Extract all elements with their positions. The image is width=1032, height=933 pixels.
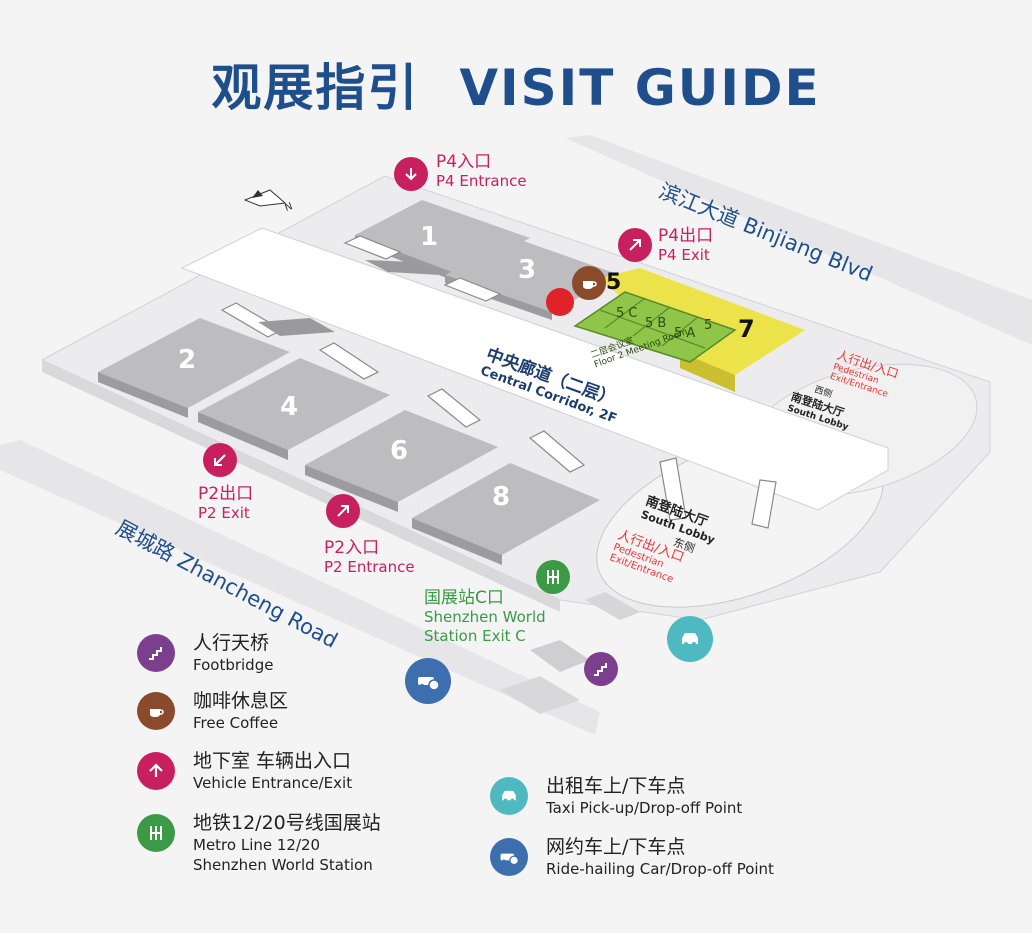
hall-5a-label: 5 A — [674, 326, 696, 341]
metro-icon — [536, 560, 570, 594]
legend-footbridge-zh: 人行天桥 — [193, 632, 270, 654]
hall-8 — [412, 463, 600, 565]
legend-coffee-en: Free Coffee — [193, 714, 279, 732]
legend-metro-icon — [137, 814, 175, 852]
p4-exit-en: P4 Exit — [658, 246, 710, 264]
legend-vehicle-icon — [137, 752, 175, 790]
hall-label-2: 2 — [178, 345, 197, 375]
legend-ride-hailing-en: Ride-hailing Car/Drop-off Point — [546, 860, 774, 878]
p2-exit-icon — [203, 443, 237, 477]
hall-5b-label: 5 B — [645, 316, 667, 331]
p4-exit-zh: P4出口 — [658, 226, 714, 246]
p2-entrance-zh: P2入口 — [324, 538, 380, 558]
central-corridor — [180, 227, 889, 511]
hall-5 — [573, 291, 737, 363]
p4-entrance-label: P4入口 P4 Entrance — [436, 152, 527, 191]
coffee-icon — [572, 266, 606, 300]
p4-entrance-icon — [394, 157, 428, 191]
title-en: VISIT GUIDE — [459, 59, 821, 117]
binjiang-road — [565, 135, 1032, 345]
title-zh: 观展指引 — [211, 59, 420, 117]
hall-5-label: 5 — [704, 318, 713, 333]
taxi-icon — [667, 616, 713, 662]
p2-entrance-label: P2入口 P2 Entrance — [324, 538, 415, 577]
hall-4 — [198, 358, 390, 460]
legend-ride-hailing: 网约车上/下车点 Ride-hailing Car/Drop-off Point — [490, 836, 774, 879]
p2-exit-en: P2 Exit — [198, 504, 250, 522]
hall-2 — [98, 318, 290, 418]
p2-entrance-en: P2 Entrance — [324, 558, 415, 576]
legend-taxi: 出租车上/下车点 Taxi Pick-up/Drop-off Point — [490, 775, 742, 818]
hall-label-1: 1 — [420, 222, 439, 252]
legend-coffee-zh: 咖啡休息区 — [193, 690, 289, 712]
p2-entrance-icon — [326, 494, 360, 528]
hall-label-8: 8 — [492, 482, 511, 512]
metro-exit-zh: 国展站C口 — [424, 588, 504, 608]
legend-footbridge-icon — [137, 634, 175, 672]
zhancheng-road — [0, 440, 600, 735]
legend-vehicle-en: Vehicle Entrance/Exit — [193, 774, 353, 792]
page-title: 观展指引 VISIT GUIDE — [0, 48, 1032, 120]
footbridge-icon — [584, 652, 618, 686]
legend-coffee: 咖啡休息区 Free Coffee — [137, 690, 288, 733]
ride-hailing-icon — [405, 658, 451, 704]
legend-metro-zh: 地铁12/20号线国展站 — [193, 812, 381, 834]
legend-vehicle-zh: 地下室 车辆出入口 — [193, 750, 352, 772]
hall-label-4: 4 — [280, 392, 299, 422]
legend-metro-en: Metro Line 12/20 — [193, 836, 321, 854]
legend-taxi-icon — [490, 777, 528, 815]
hall-6 — [305, 410, 498, 512]
legend-coffee-icon — [137, 692, 175, 730]
metro-exit-en1: Shenzhen World — [424, 608, 546, 626]
legend-footbridge-en: Footbridge — [193, 656, 274, 674]
p4-entrance-en: P4 Entrance — [436, 172, 527, 190]
legend-metro-en2: Shenzhen World Station — [193, 856, 373, 874]
legend-ride-hailing-icon — [490, 838, 528, 876]
hall-label-7: 7 — [738, 315, 755, 343]
metro-exit-en2: Station Exit C — [424, 627, 526, 645]
you-are-here-marker — [546, 288, 574, 316]
legend-taxi-en: Taxi Pick-up/Drop-off Point — [546, 799, 743, 817]
hall-label-5: 5 — [606, 270, 622, 295]
legend-footbridge: 人行天桥 Footbridge — [137, 632, 273, 675]
legend-vehicle: 地下室 车辆出入口 Vehicle Entrance/Exit — [137, 750, 352, 793]
compass-icon — [243, 189, 287, 207]
legend-ride-hailing-zh: 网约车上/下车点 — [546, 836, 686, 858]
legend-taxi-zh: 出租车上/下车点 — [546, 775, 686, 797]
p4-exit-label: P4出口 P4 Exit — [658, 226, 713, 265]
p2-exit-label: P2出口 P2 Exit — [198, 484, 253, 523]
hall-5c-label: 5 C — [616, 306, 638, 321]
p4-entrance-zh: P4入口 — [436, 152, 492, 172]
p2-exit-zh: P2出口 — [198, 484, 254, 504]
p4-exit-icon — [618, 228, 652, 262]
hall-label-3: 3 — [518, 255, 537, 285]
metro-exit-label: 国展站C口 Shenzhen World Station Exit C — [424, 588, 546, 646]
hall-label-6: 6 — [390, 436, 409, 466]
